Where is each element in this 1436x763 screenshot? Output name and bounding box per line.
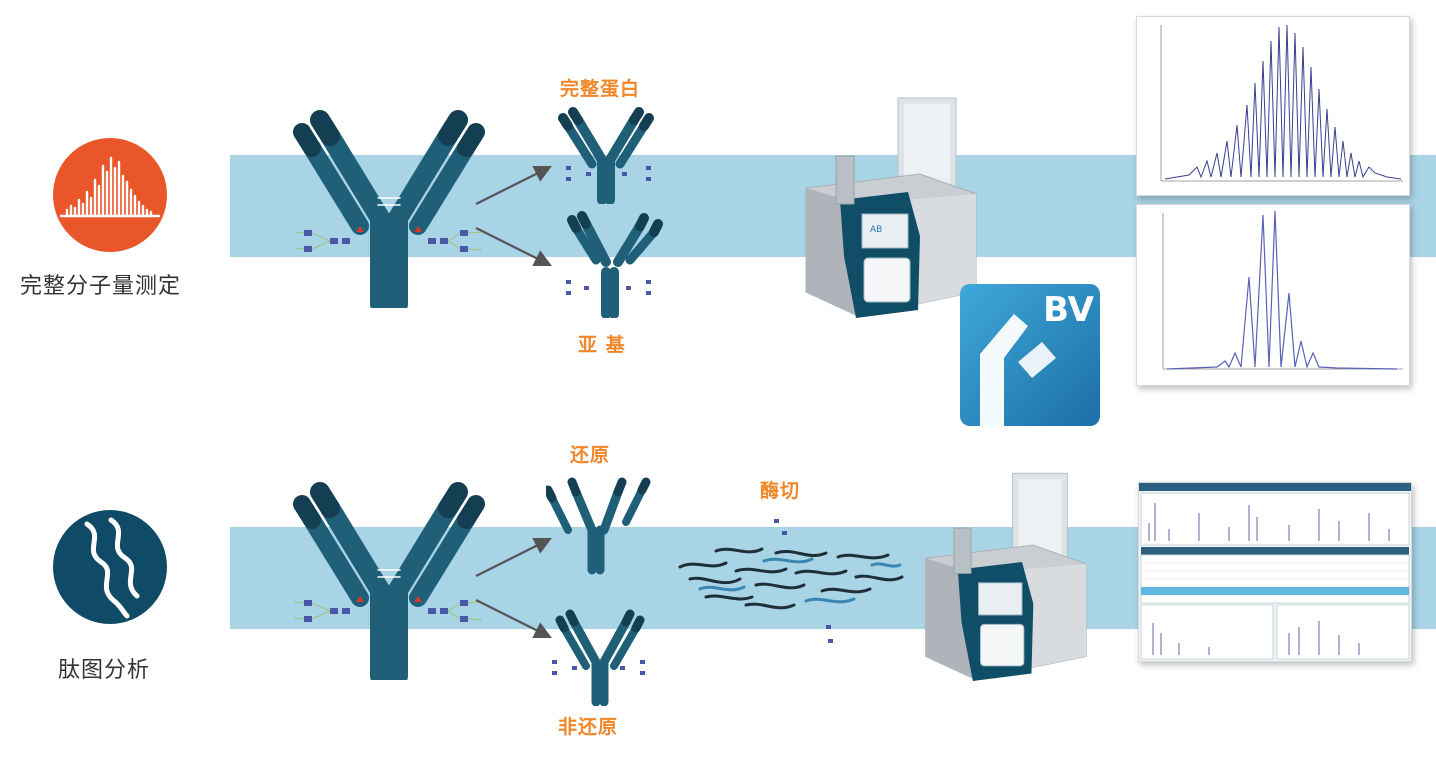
- non-reduced-antibody: [546, 606, 656, 706]
- row1-label: 完整分子量测定: [20, 274, 182, 299]
- arrow-to-intact: [470, 160, 560, 270]
- bv-logo-text: BV: [1043, 290, 1094, 330]
- antibody-diagram: [290, 108, 490, 308]
- mass-spectrum-card: [1136, 16, 1410, 196]
- antibody-diagram: [290, 480, 490, 680]
- glycan-cluster: [290, 222, 490, 262]
- software-logo: BV: [960, 284, 1100, 426]
- row2-label: 肽图分析: [58, 658, 151, 683]
- peptide-mapping-software-card: [1138, 482, 1412, 662]
- digestion-label: 酶切: [760, 480, 801, 502]
- non-reduced-label: 非还原: [558, 716, 619, 738]
- glycan-cluster: [290, 592, 490, 632]
- svg-text:AB: AB: [870, 225, 882, 235]
- intact-protein-label: 完整蛋白: [560, 78, 641, 100]
- arrow-to-reduced: [470, 532, 560, 642]
- mass-spectrometer: [920, 470, 1090, 690]
- intact-antibody: [556, 104, 656, 204]
- peptide-helix-icon: [53, 510, 167, 624]
- reduced-label: 还原: [570, 444, 611, 466]
- glycan-cluster: [560, 276, 660, 300]
- peptide-fragments: [676, 505, 906, 655]
- spectrum-burst-icon: [53, 138, 167, 252]
- reduced-antibody: [546, 470, 656, 580]
- deconvoluted-spectrum-card: [1136, 204, 1410, 386]
- glycan-cluster: [546, 656, 656, 680]
- mass-spectrometer: AB: [800, 96, 980, 326]
- subunit-label: 亚 基: [578, 334, 626, 356]
- subunit-antibody: [556, 208, 666, 318]
- glycan-cluster: [560, 162, 660, 186]
